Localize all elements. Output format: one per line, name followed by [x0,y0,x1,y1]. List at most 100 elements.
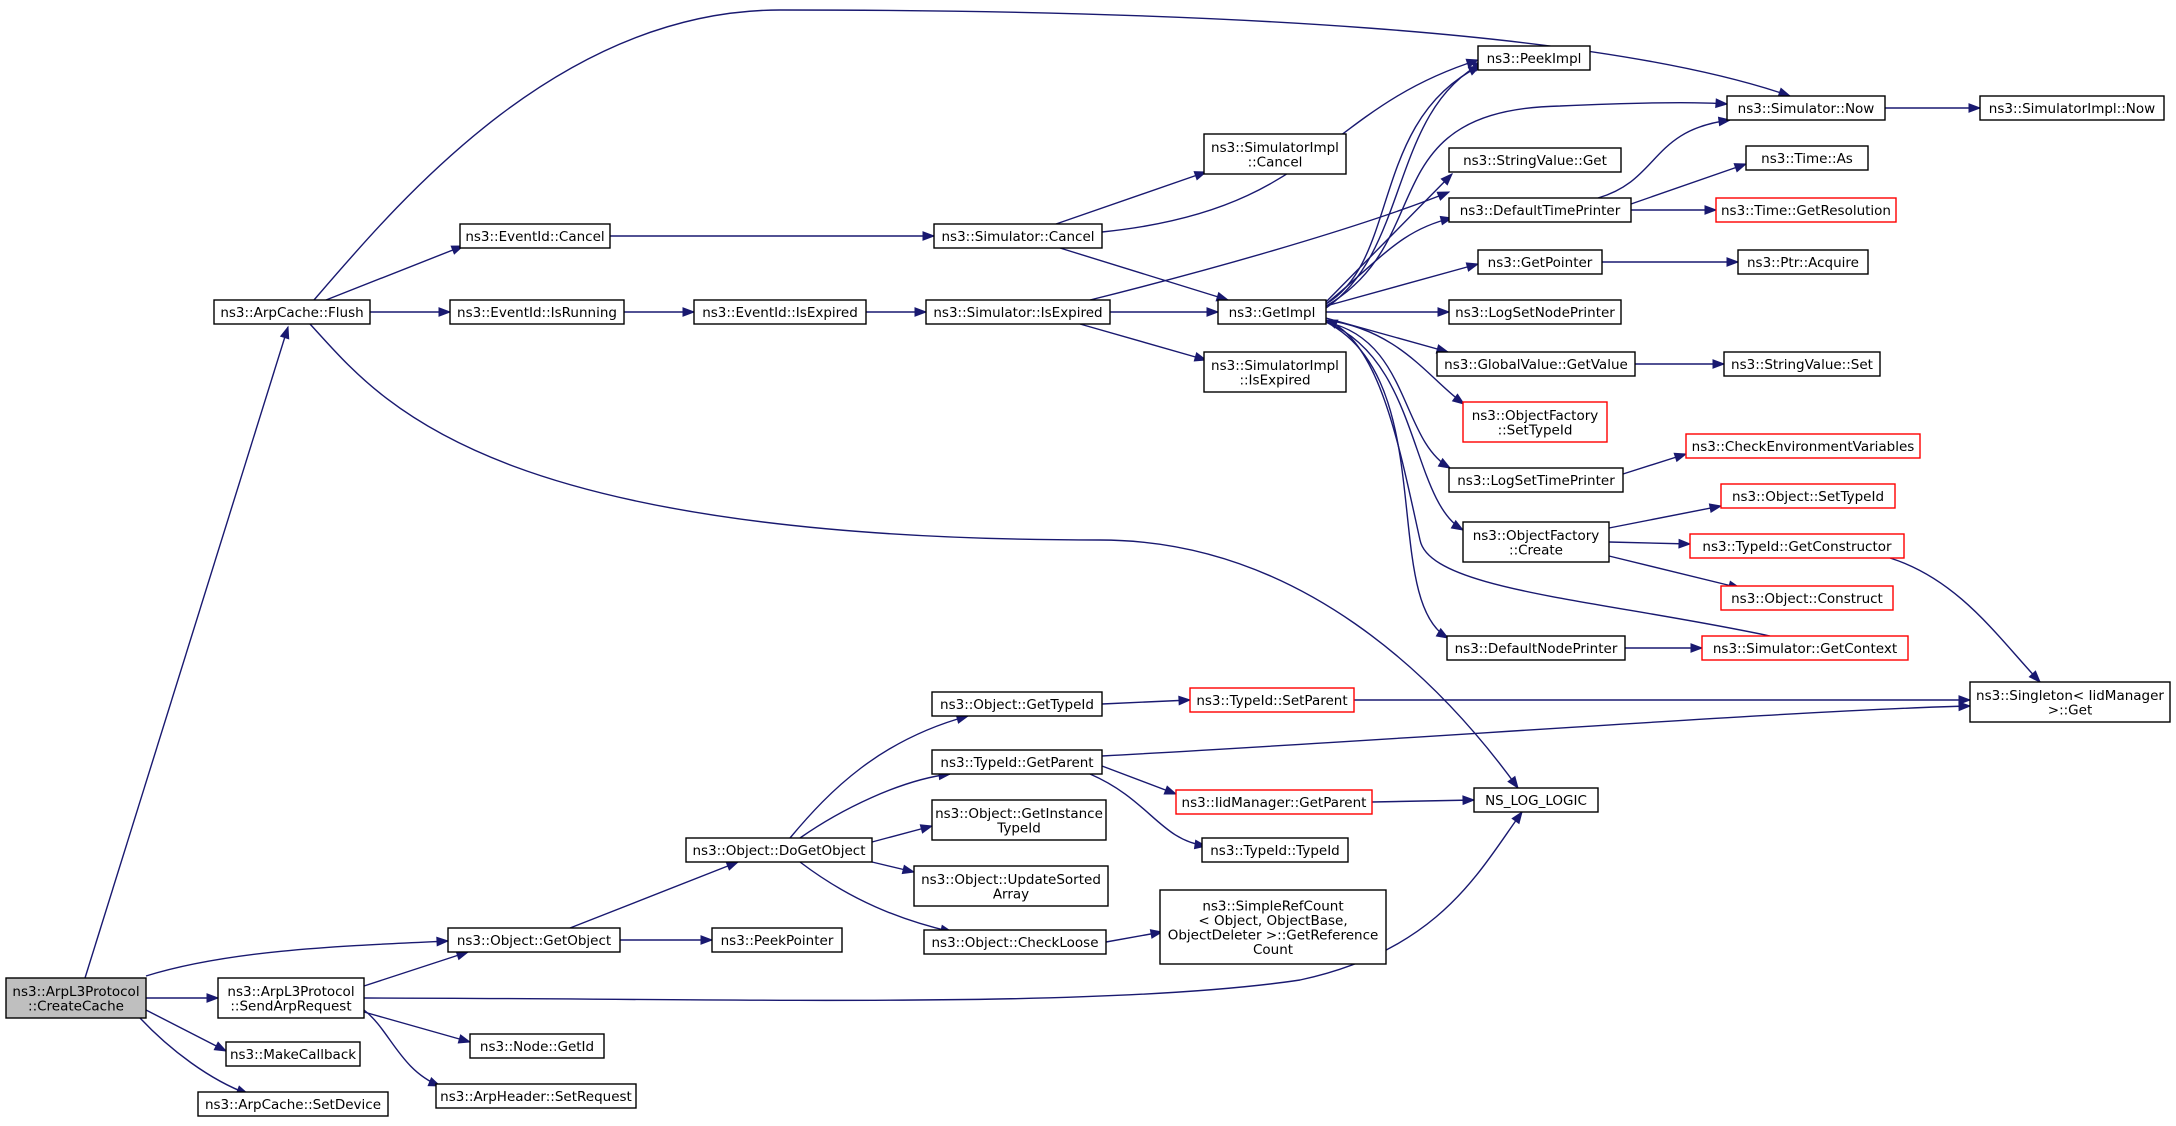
node-getimpl[interactable]: ns3::GetImpl [1217,299,1327,325]
node-peekimpl[interactable]: ns3::PeekImpl [1477,45,1591,71]
node-box[interactable] [1737,249,1869,275]
node-box[interactable] [711,927,843,953]
node-box[interactable] [1189,687,1355,713]
node-tidgetctor[interactable]: ns3::TypeId::GetConstructor [1689,533,1905,559]
node-box[interactable] [1201,837,1349,863]
node-getpointer[interactable]: ns3::GetPointer [1477,249,1603,275]
node-box[interactable] [1685,433,1921,459]
node-box[interactable] [1448,147,1622,173]
node-box[interactable] [459,223,611,249]
node-box[interactable] [685,837,873,863]
node-box[interactable] [931,691,1103,717]
node-objgettypeid[interactable]: ns3::Object::GetTypeId [931,691,1103,717]
node-box[interactable] [225,1041,361,1067]
node-simimplisexpired[interactable]: ns3::SimulatorImpl::IsExpired [1203,351,1347,393]
node-box[interactable] [693,299,867,325]
node-checkloose[interactable]: ns3::Object::CheckLoose [923,929,1107,955]
node-timeas[interactable]: ns3::Time::As [1745,145,1869,171]
node-box[interactable] [1159,889,1387,965]
node-box[interactable] [1462,401,1608,443]
node-box[interactable] [1701,635,1909,661]
node-peekpointer[interactable]: ns3::PeekPointer [711,927,843,953]
node-box[interactable] [1979,95,2165,121]
node-simnow[interactable]: ns3::Simulator::Now [1726,95,1886,121]
node-simplerefcount[interactable]: ns3::SimpleRefCount< Object, ObjectBase,… [1159,889,1387,965]
node-tidtypeid[interactable]: ns3::TypeId::TypeId [1201,837,1349,863]
node-timegetres[interactable]: ns3::Time::GetResolution [1715,197,1897,223]
node-box[interactable] [197,1091,389,1117]
node-box[interactable] [1477,45,1591,71]
node-simgetcontext[interactable]: ns3::Simulator::GetContext [1701,635,1909,661]
node-strset[interactable]: ns3::StringValue::Set [1723,351,1881,377]
node-box[interactable] [1217,299,1327,325]
node-box[interactable] [1203,133,1347,175]
node-box[interactable] [447,927,621,953]
node-box[interactable] [1726,95,1886,121]
node-box[interactable] [1462,521,1610,563]
node-box[interactable] [1689,533,1905,559]
node-getobject[interactable]: ns3::Object::GetObject [447,927,621,953]
node-nodegetid[interactable]: ns3::Node::GetId [469,1033,605,1059]
node-deftimeprinter[interactable]: ns3::DefaultTimePrinter [1448,197,1632,223]
node-objconstruct[interactable]: ns3::Object::Construct [1720,585,1894,611]
node-arpsetrequest[interactable]: ns3::ArpHeader::SetRequest [435,1083,637,1109]
node-createcache[interactable]: ns3::ArpL3Protocol::CreateCache [5,977,147,1019]
node-box[interactable] [1473,787,1599,813]
node-box[interactable] [469,1033,605,1059]
node-singleton[interactable]: ns3::Singleton< IidManager >::Get [1969,681,2171,723]
node-box[interactable] [217,977,365,1019]
node-box[interactable] [1448,467,1624,493]
node-setdevice[interactable]: ns3::ArpCache::SetDevice [197,1091,389,1117]
node-strget[interactable]: ns3::StringValue::Get [1448,147,1622,173]
node-box[interactable] [1448,197,1632,223]
node-box[interactable] [931,799,1107,841]
node-box[interactable] [1477,249,1603,275]
node-simimplnow[interactable]: ns3::SimulatorImpl::Now [1979,95,2165,121]
node-simisexpired[interactable]: ns3::Simulator::IsExpired [925,299,1111,325]
node-logsetnode[interactable]: ns3::LogSetNodePrinter [1448,299,1622,325]
node-box[interactable] [1436,351,1636,377]
node-objsettypeid[interactable]: ns3::Object::SetTypeId [1720,483,1896,509]
node-box[interactable] [1720,585,1894,611]
node-box[interactable] [5,977,147,1019]
node-box[interactable] [1715,197,1897,223]
node-gvgetvalue[interactable]: ns3::GlobalValue::GetValue [1436,351,1636,377]
node-makecallback[interactable]: ns3::MakeCallback [225,1041,361,1067]
node-ptracquire[interactable]: ns3::Ptr::Acquire [1737,249,1869,275]
node-box[interactable] [913,865,1109,907]
node-box[interactable] [1175,789,1373,815]
node-checkenv[interactable]: ns3::CheckEnvironmentVariables [1685,433,1921,459]
node-ofsettypeid[interactable]: ns3::ObjectFactory::SetTypeId [1462,401,1608,443]
node-simcancel[interactable]: ns3::Simulator::Cancel [933,223,1103,249]
node-box[interactable] [931,749,1103,775]
node-evisexpired[interactable]: ns3::EventId::IsExpired [693,299,867,325]
node-box[interactable] [1969,681,2171,723]
node-defnodeprinter[interactable]: ns3::DefaultNodePrinter [1446,635,1626,661]
node-box[interactable] [933,223,1103,249]
node-tidsetparent[interactable]: ns3::TypeId::SetParent [1189,687,1355,713]
node-box[interactable] [923,929,1107,955]
node-iidgetparent[interactable]: ns3::IidManager::GetParent [1175,789,1373,815]
node-box[interactable] [213,299,371,325]
node-nslog[interactable]: NS_LOG_LOGIC [1473,787,1599,813]
node-evisrunning[interactable]: ns3::EventId::IsRunning [449,299,625,325]
node-tidgetparent[interactable]: ns3::TypeId::GetParent [931,749,1103,775]
node-box[interactable] [449,299,625,325]
node-box[interactable] [925,299,1111,325]
node-box[interactable] [1720,483,1896,509]
node-dogetobject[interactable]: ns3::Object::DoGetObject [685,837,873,863]
node-box[interactable] [1446,635,1626,661]
node-sendarp[interactable]: ns3::ArpL3Protocol::SendArpRequest [217,977,365,1019]
node-box[interactable] [1723,351,1881,377]
node-logsettime[interactable]: ns3::LogSetTimePrinter [1448,467,1624,493]
node-evcancel[interactable]: ns3::EventId::Cancel [459,223,611,249]
node-ofcreate[interactable]: ns3::ObjectFactory::Create [1462,521,1610,563]
node-box[interactable] [1203,351,1347,393]
node-box[interactable] [435,1083,637,1109]
node-box[interactable] [1745,145,1869,171]
node-simimplcancel[interactable]: ns3::SimulatorImpl::Cancel [1203,133,1347,175]
node-box[interactable] [1448,299,1622,325]
node-flush[interactable]: ns3::ArpCache::Flush [213,299,371,325]
